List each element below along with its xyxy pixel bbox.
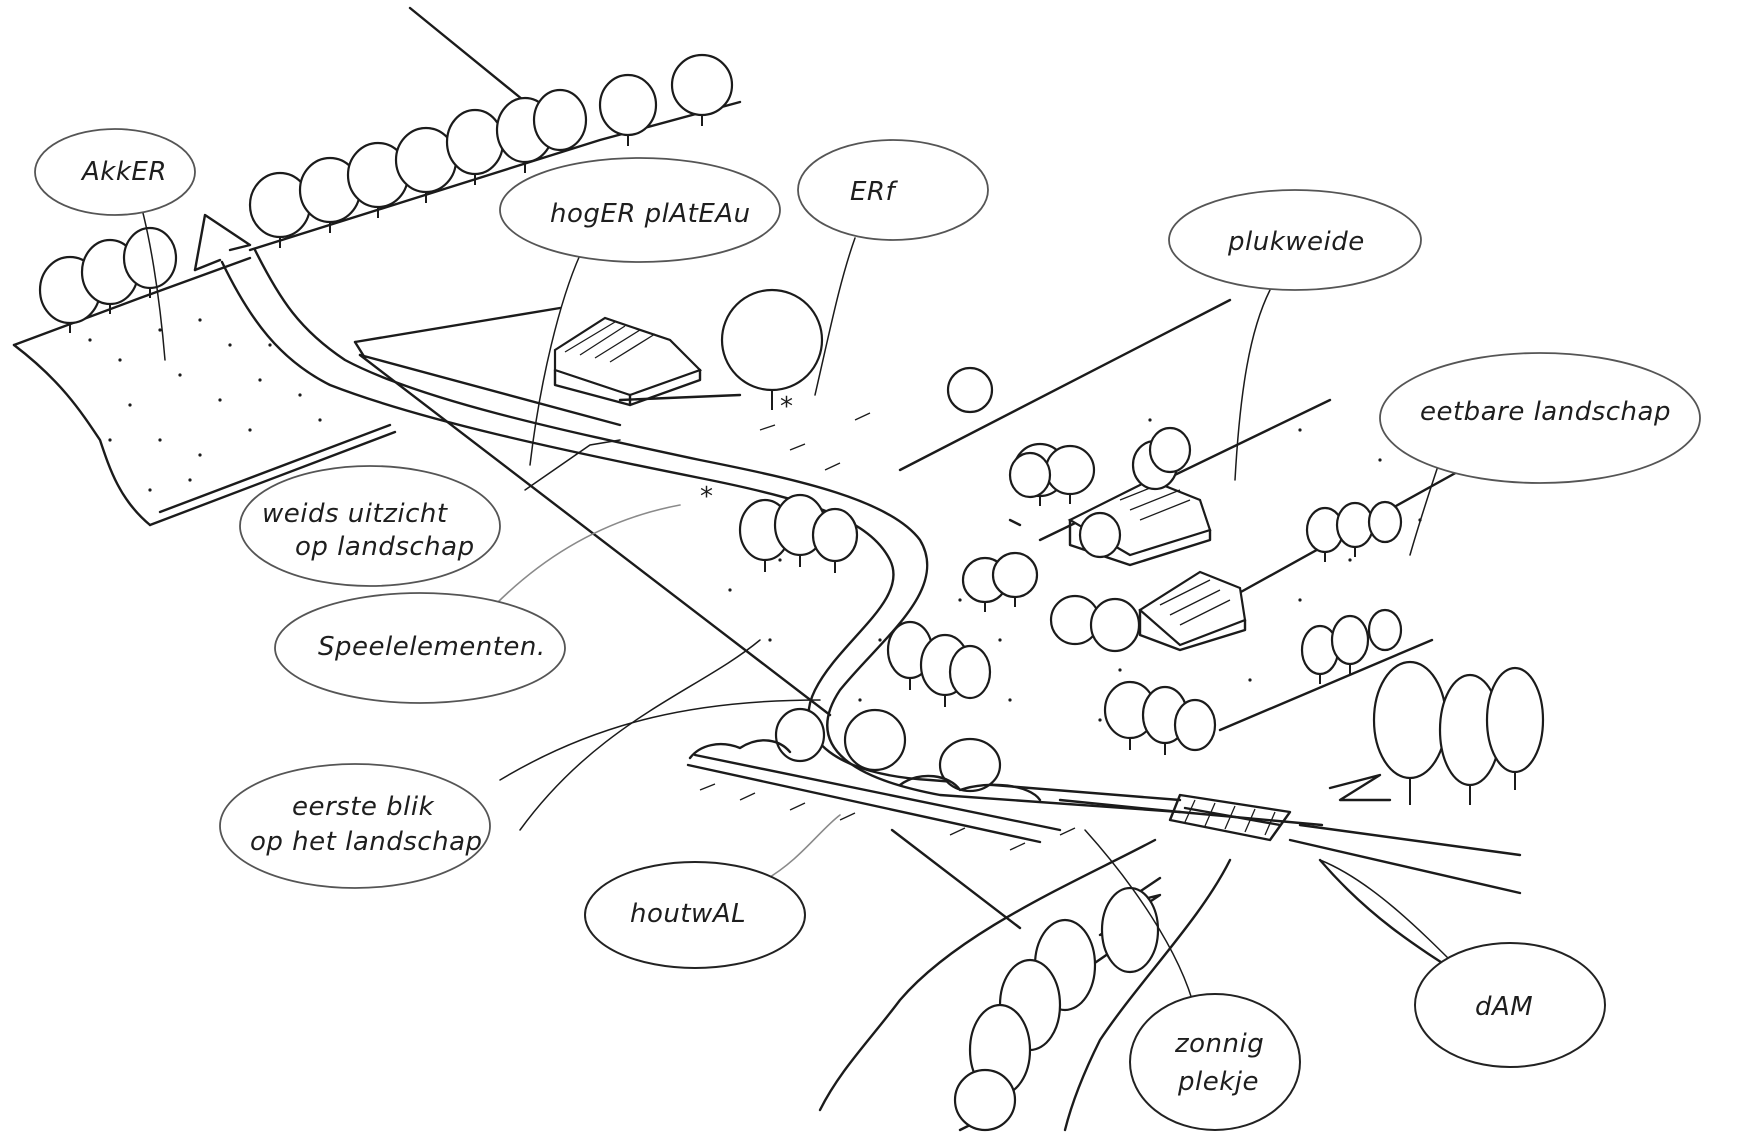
asterisk-marker: * <box>780 392 794 422</box>
callout-eerste-blik: eerste blik op het landschap <box>219 763 491 889</box>
erf-tree <box>720 288 824 410</box>
callout-akker: AkkER <box>34 128 196 216</box>
label-weids-uitzicht-line2: op landschap <box>295 532 475 562</box>
farm-building-low <box>1138 570 1247 652</box>
field-texture <box>728 418 1472 722</box>
callout-speelelementen: Speelelementen. <box>274 592 566 704</box>
tree-row-akker <box>38 226 178 333</box>
callout-weids-uitzicht: weids uitzicht op landschap <box>239 465 501 587</box>
callout-erf: ERf <box>797 139 989 241</box>
tree-row-creek <box>953 886 1160 1132</box>
tree-clumps-middle <box>738 366 1403 755</box>
label-plukweide: plukweide <box>1227 227 1365 257</box>
label-erf: ERf <box>850 177 898 207</box>
label-houtwal: houtwAL <box>630 899 746 929</box>
terrain-lines <box>12 6 1522 1132</box>
callout-eetbare-landschap: eetbare landschap <box>1379 352 1701 484</box>
asterisk-marker: * <box>700 482 714 512</box>
callout-leaders <box>134 184 1461 1011</box>
callout-plukweide: plukweide <box>1168 189 1422 291</box>
callout-zonnig-plekje: zonnig plekje <box>1129 993 1301 1131</box>
tree-row-dam <box>1372 660 1545 805</box>
label-eerste-blik-line2: op het landschap <box>250 827 483 857</box>
label-akker: AkkER <box>80 157 167 187</box>
label-zonnig-plekje-line1: zonnig <box>1174 1029 1264 1059</box>
label-speelelementen: Speelelementen. <box>318 632 546 662</box>
hatch-marks <box>699 412 1076 851</box>
akker-field-texture <box>88 318 322 492</box>
label-hoger-plateau: hogER plAtEAu <box>550 199 751 229</box>
callout-dam: dAM <box>1414 942 1606 1068</box>
callout-hoger-plateau: hogER plAtEAu <box>499 157 781 263</box>
label-dam: dAM <box>1475 992 1533 1022</box>
callout-houtwal: houtwAL <box>584 861 806 969</box>
tree-row-top <box>248 53 734 248</box>
asterisk-markers: * * <box>700 392 794 512</box>
dam-bridge <box>1168 793 1292 842</box>
label-eetbare-landschap: eetbare landschap <box>1420 397 1671 427</box>
farm-building-top <box>553 316 742 407</box>
tree-row-houtwal <box>688 707 1042 802</box>
label-weids-uitzicht-line1: weids uitzicht <box>262 499 448 529</box>
label-eerste-blik-line1: eerste blik <box>292 792 435 822</box>
label-zonnig-plekje-line2: plekje <box>1177 1067 1259 1097</box>
